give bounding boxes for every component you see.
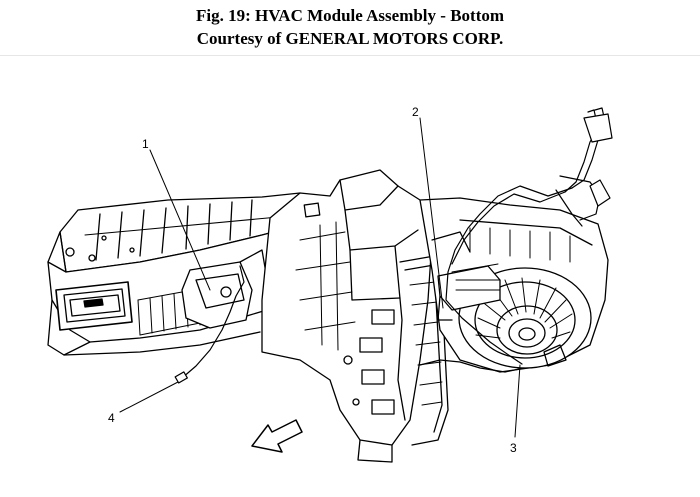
center-case-section [261,169,449,463]
leader-3 [514,364,521,438]
header-divider [0,55,700,56]
left-case-section [47,192,313,356]
wiring-harness [174,107,613,384]
figure-title: Fig. 19: HVAC Module Assembly - Bottom [195,6,505,25]
front-direction-arrow [251,419,303,453]
figure-courtesy: Courtesy of GENERAL MOTORS CORP. [196,29,504,48]
blower-housing [419,197,609,373]
callout-3: 3 [510,441,517,455]
leader-2 [419,117,444,309]
callout-1: 1 [142,137,149,151]
leader-1 [149,149,211,291]
leader-4 [119,381,179,413]
callout-2: 2 [412,105,419,119]
callout-leaders [119,117,521,438]
callout-4: 4 [108,411,115,425]
